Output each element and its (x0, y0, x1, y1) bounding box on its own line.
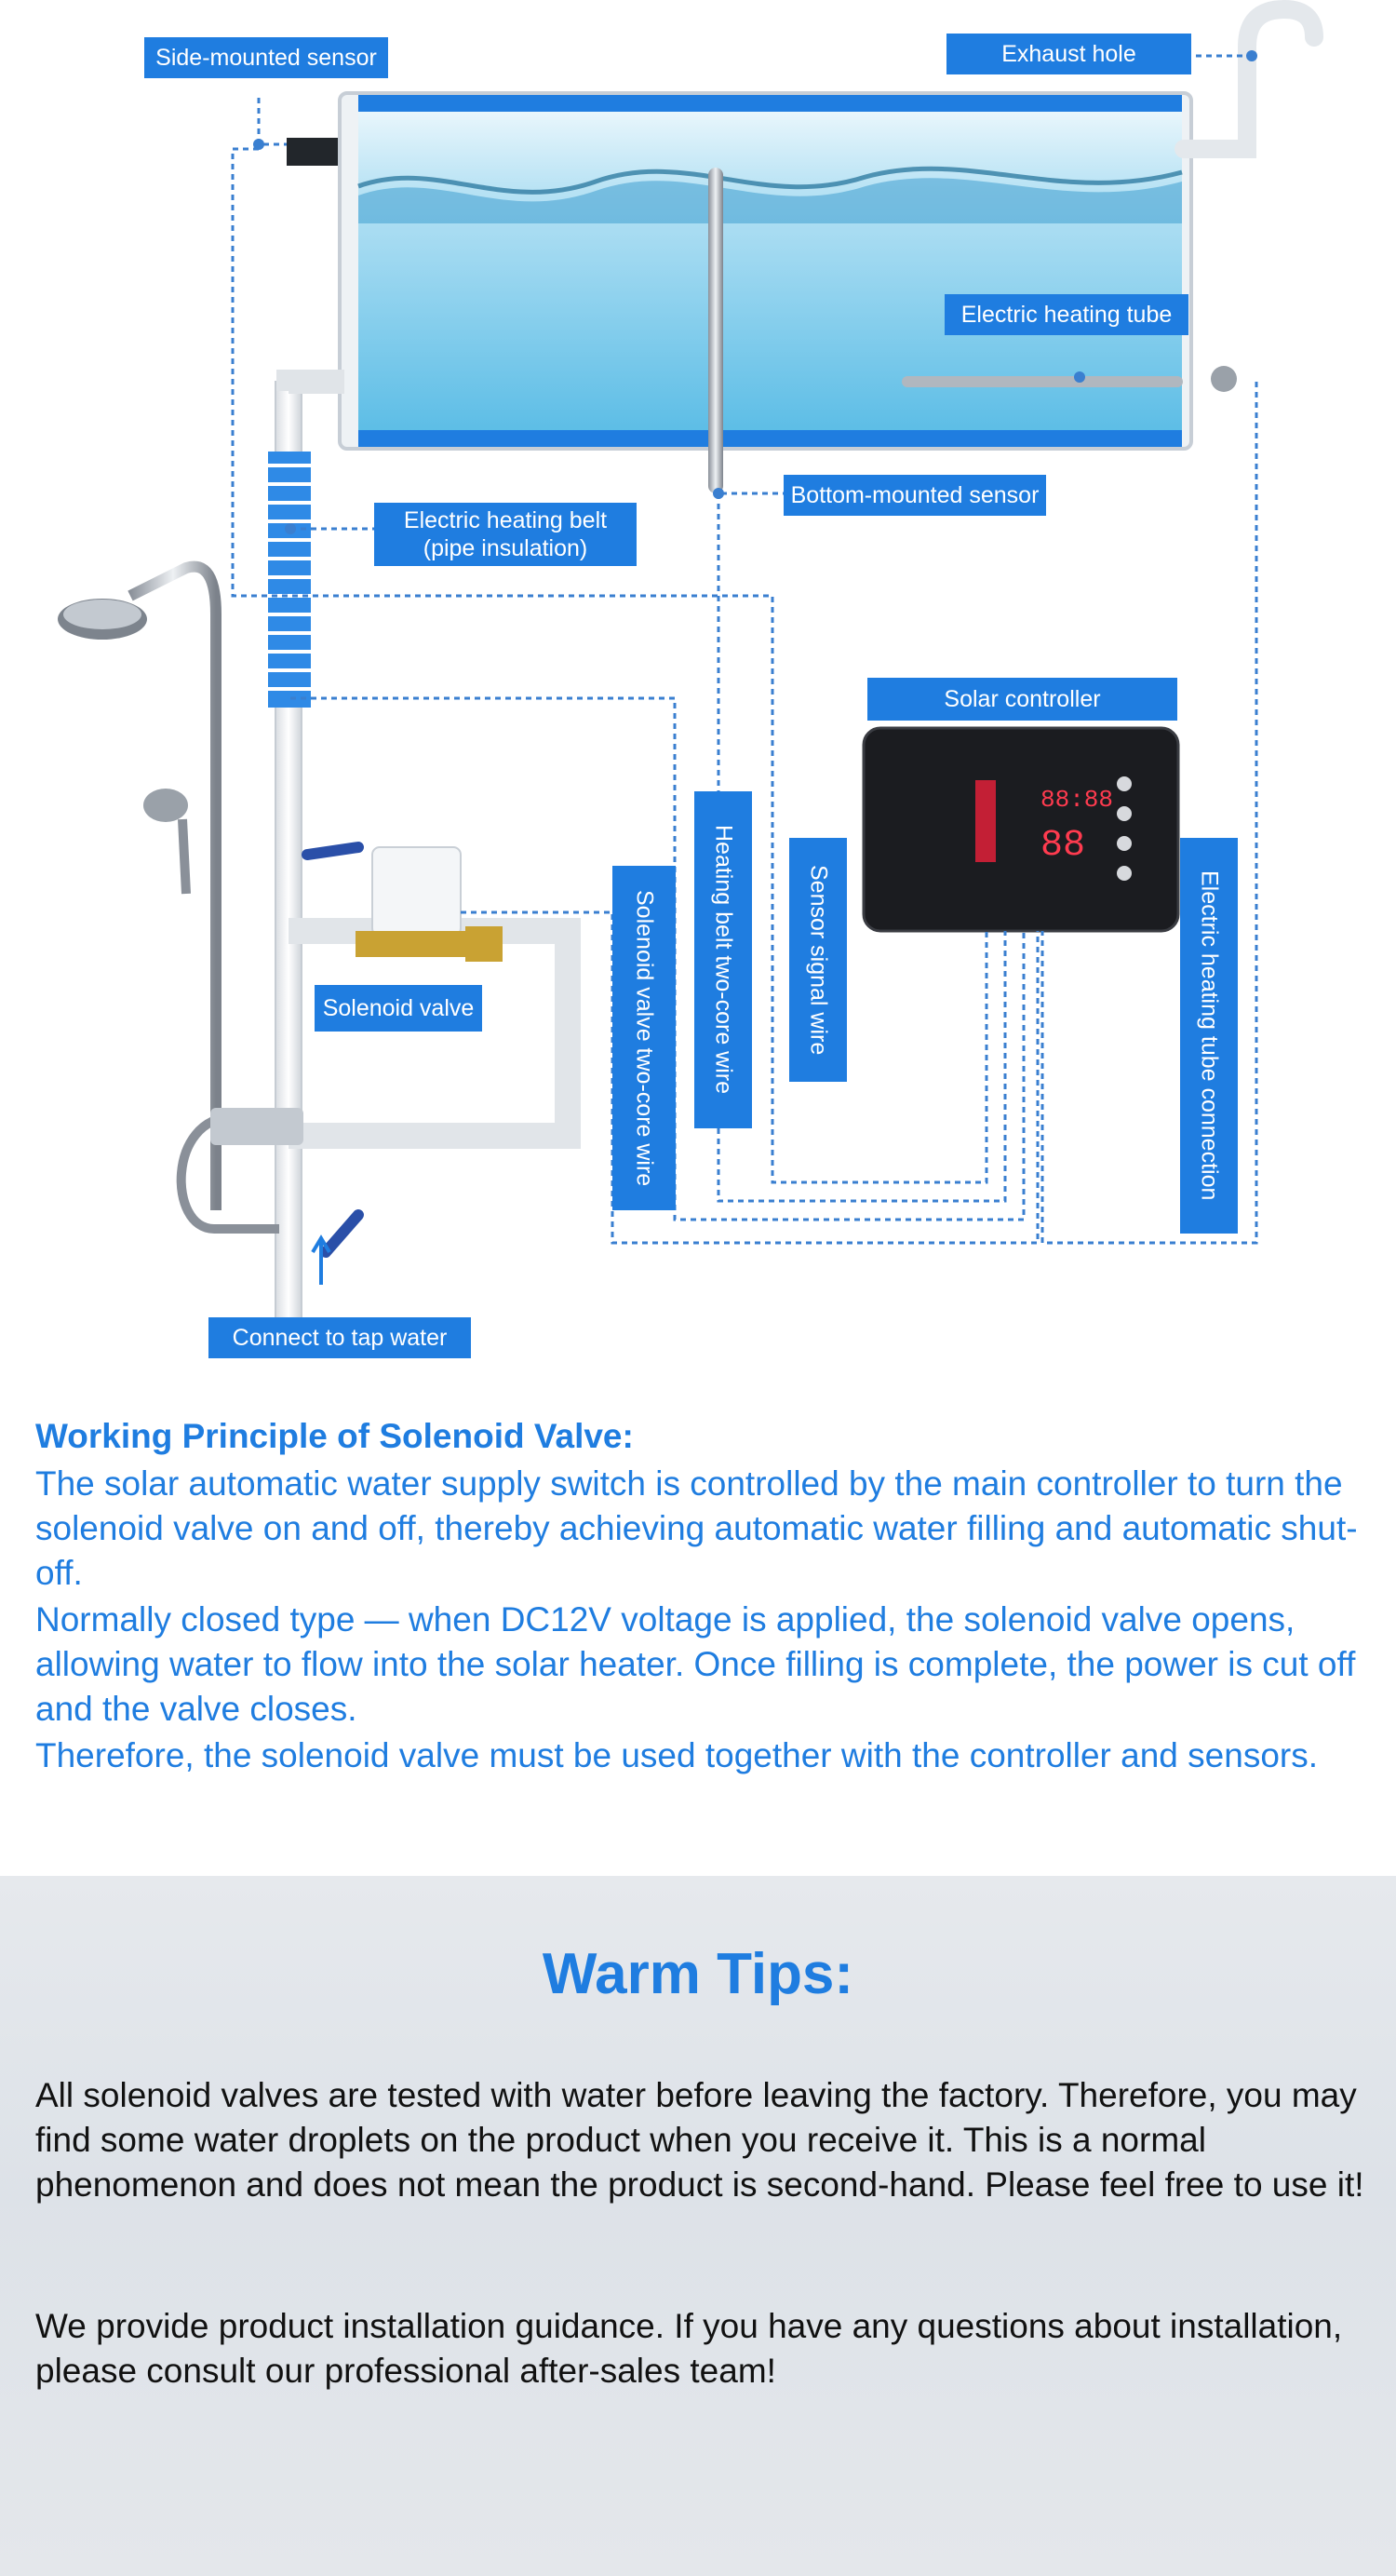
controller-temp-readout: 88 (1040, 825, 1085, 867)
side-sensor-lead (257, 98, 287, 146)
heating-belt (268, 452, 311, 708)
sensor-signal-wire (231, 147, 988, 1184)
solar-controller-label: Solar controller (867, 678, 1177, 721)
brass-fitting (356, 931, 486, 957)
principle-paragraph-2: Normally closed type — when DC12V voltag… (35, 1600, 1356, 1728)
solenoid-valve-wire-label: Solenoid valve two-core wire (612, 866, 676, 1210)
heating-belt-wire (290, 696, 1026, 1221)
side-sensor-plug (287, 138, 338, 166)
water-tank (338, 91, 1193, 451)
solenoid-valve-label: Solenoid valve (315, 985, 482, 1032)
tap-handle (320, 1209, 364, 1258)
warm-tips-title: Warm Tips: (542, 1942, 854, 2006)
wiring (231, 54, 1258, 1245)
warm-tips-paragraph-1: All solenoid valves are tested with wate… (35, 2076, 1364, 2204)
exhaust-hole-label: Exhaust hole (946, 34, 1191, 74)
heating-belt-label-line2: (pipe insulation) (423, 535, 588, 561)
controller-time-readout: 88:88 (1040, 786, 1113, 814)
working-principle-section: Working Principle of Solenoid Valve: The… (35, 1415, 1366, 1780)
solenoid-valve-wire (461, 910, 1040, 1245)
heating-tube-label: Electric heating tube (945, 294, 1188, 335)
heating-tube-fitting (1211, 366, 1237, 392)
bottom-sensor-label: Bottom-mounted sensor (784, 475, 1046, 516)
bottom-sensor-probe (708, 168, 723, 493)
solar-controller-device: 88:88 88 (862, 726, 1180, 933)
heating-belt-wire-label: Heating belt two-core wire (694, 791, 752, 1128)
principle-title: Working Principle of Solenoid Valve: (35, 1417, 634, 1455)
heating-tube-connection-label: Electric heating tube connection (1180, 838, 1238, 1234)
tap-water-label: Connect to tap water (208, 1317, 471, 1358)
heating-belt-label: Electric heating belt (pipe insulation) (374, 503, 637, 566)
heating-tube-wire (1040, 382, 1258, 1245)
solenoid-valve-body (371, 846, 462, 937)
sensor-signal-wire-label: Sensor signal wire (789, 838, 847, 1082)
heating-belt-label-line1: Electric heating belt (403, 507, 608, 533)
principle-paragraph-3: Therefore, the solenoid valve must be us… (35, 1736, 1318, 1774)
shower-fixture (58, 560, 303, 1234)
warm-tips-section: Warm Tips: All solenoid valves are teste… (0, 1876, 1396, 2576)
diagram-illustration: 88:88 88 (58, 0, 1323, 1323)
warm-tips-paragraph-2: We provide product installation guidance… (35, 2307, 1343, 2390)
exhaust-pipe (1175, 0, 1323, 158)
installation-diagram: 88:88 88 Side-mounted sensor Exhaust hol… (58, 0, 1323, 1358)
principle-paragraph-1: The solar automatic water supply switch … (35, 1464, 1358, 1592)
bypass-pipe (289, 918, 581, 1149)
side-sensor-label: Side-mounted sensor (144, 37, 388, 78)
